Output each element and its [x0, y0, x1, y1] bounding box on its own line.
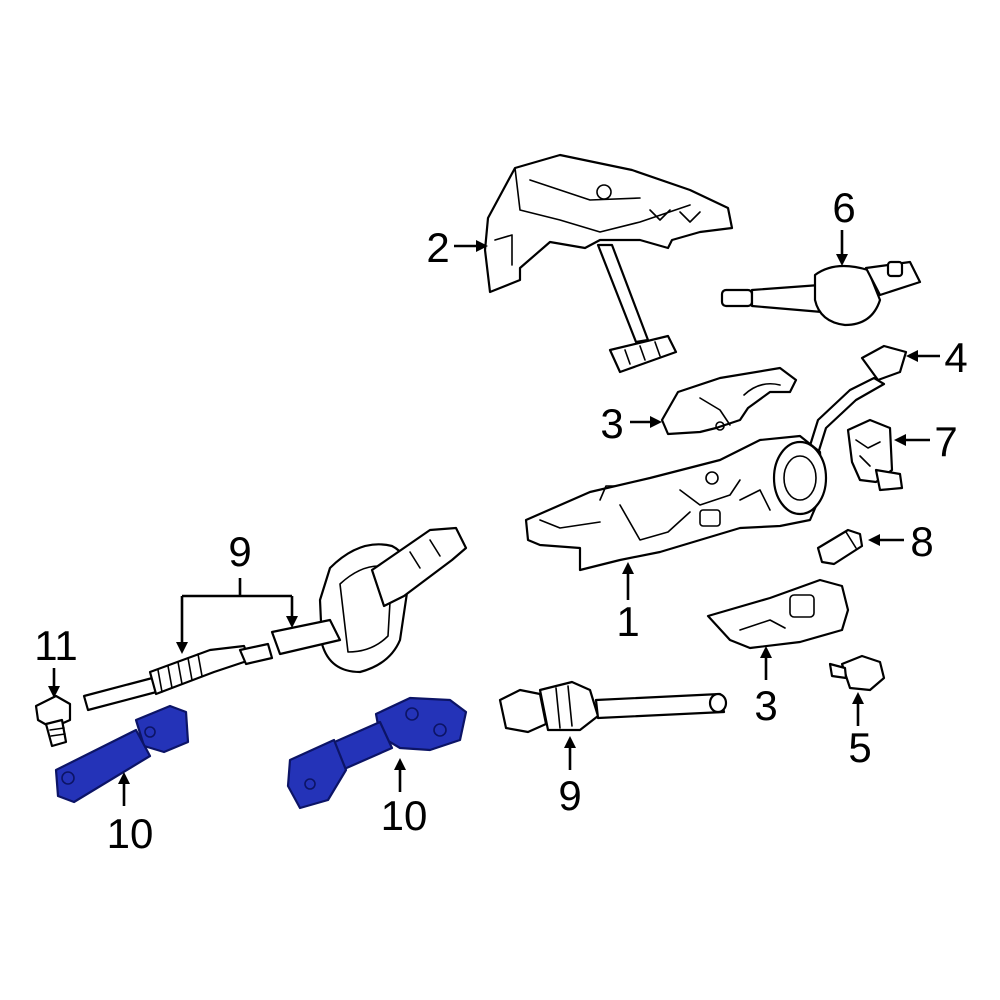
callout-11: 11: [34, 622, 78, 669]
callout-7: 7: [934, 418, 957, 465]
part-1-steering-column[interactable]: [524, 434, 828, 572]
part-8-bulb[interactable]: [816, 528, 864, 566]
part-3-upper-shroud[interactable]: [660, 366, 798, 436]
callout-3-lower: 3: [754, 682, 777, 729]
part-6-multifunction-switch[interactable]: [720, 260, 922, 327]
callout-5: 5: [848, 724, 871, 771]
part-10-intermediate-shaft-left[interactable]: [54, 704, 190, 804]
callout-10-left: 10: [107, 810, 154, 857]
part-9-intermediate-shaft-lower[interactable]: [498, 680, 728, 734]
callout-6: 6: [832, 184, 855, 231]
callout-9-upper: 9: [228, 528, 251, 575]
callout-8: 8: [910, 518, 933, 565]
callout-10-center: 10: [381, 792, 428, 839]
callout-9-lower: 9: [558, 772, 581, 819]
callout-4: 4: [944, 334, 967, 381]
leader-lines: [48, 230, 940, 806]
part-2-column-bracket[interactable]: [483, 153, 734, 374]
part-9-intermediate-shaft-upper[interactable]: [82, 526, 468, 712]
part-10-intermediate-shaft-center[interactable]: [286, 696, 468, 810]
part-5-fastener[interactable]: [828, 654, 886, 692]
part-11-bolt[interactable]: [34, 694, 72, 748]
part-7-switch[interactable]: [846, 418, 904, 492]
callout-labels: 1 2 3 3 4 5 6 7 8 9 9 10 10 11: [34, 184, 967, 857]
callout-2: 2: [426, 224, 449, 271]
part-3-lower-shroud[interactable]: [706, 578, 850, 650]
callout-3-upper: 3: [600, 400, 623, 447]
callout-1: 1: [616, 598, 639, 645]
